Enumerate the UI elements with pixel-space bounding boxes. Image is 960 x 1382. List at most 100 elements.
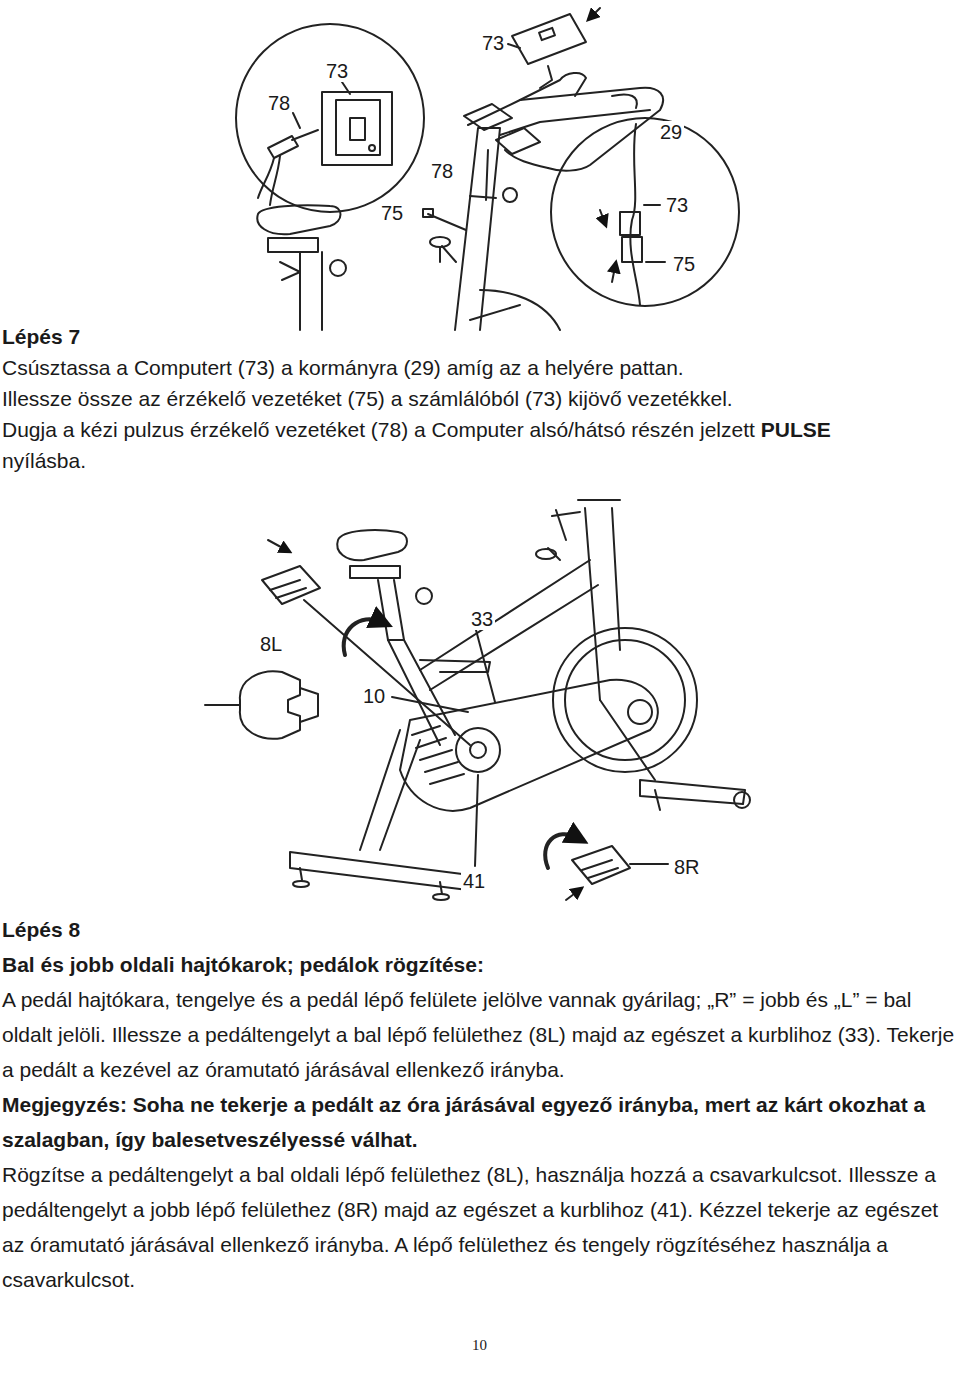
callout-number: 75 xyxy=(379,202,405,224)
right-inset xyxy=(622,237,642,262)
computer-console xyxy=(539,28,555,40)
seat xyxy=(378,580,404,640)
right-inset xyxy=(612,262,616,282)
front-post xyxy=(536,500,620,700)
computer-console xyxy=(508,8,600,88)
chain-guard xyxy=(456,728,500,772)
callout-number: 29 xyxy=(658,121,684,143)
wrench xyxy=(205,704,240,706)
wrench xyxy=(240,671,300,739)
callout-number: 75 xyxy=(671,253,697,275)
front-post xyxy=(556,510,566,540)
callout-number: 78 xyxy=(429,160,455,182)
pedal-left xyxy=(262,566,320,604)
rotate-arrows xyxy=(545,834,578,868)
base xyxy=(290,780,750,900)
page-number: 10 xyxy=(472,1336,487,1354)
handlebar xyxy=(468,88,663,171)
pedal-right xyxy=(566,846,668,900)
right-inset xyxy=(644,204,660,206)
flywheel xyxy=(628,700,652,724)
left-inset xyxy=(293,113,300,128)
handlebar xyxy=(520,73,586,100)
rotate-arrows xyxy=(344,619,578,868)
instruction-line: Csúsztassa a Computert (73) a kormányra … xyxy=(2,352,954,383)
wrench xyxy=(300,688,318,722)
bike-illustration xyxy=(0,0,960,960)
right-inset xyxy=(551,118,739,306)
chain-guard xyxy=(400,680,658,811)
right-inset xyxy=(551,118,739,306)
instruction-paragraph: A pedál hajtókara, tengelye és a pedál l… xyxy=(2,982,957,1087)
pedal-right xyxy=(566,888,582,900)
seat xyxy=(257,205,346,330)
seat xyxy=(257,205,340,234)
stem-knob xyxy=(442,246,456,262)
callout-number: 33 xyxy=(469,608,495,630)
left-inset xyxy=(350,118,365,140)
instruction-paragraph: Rögzítse a pedáltengelyt a bal oldali lé… xyxy=(2,1157,957,1297)
seat xyxy=(299,252,301,330)
flywheel xyxy=(553,628,697,772)
frame xyxy=(360,560,655,850)
computer-console xyxy=(508,44,520,48)
leader-lines xyxy=(392,630,495,866)
warning-note: Megjegyzés: Soha ne tekerje a pedált az … xyxy=(2,1087,957,1157)
callout-number: 73 xyxy=(324,60,350,82)
base xyxy=(300,868,442,894)
front-post xyxy=(536,549,556,559)
wrench xyxy=(205,671,318,739)
right-inset xyxy=(600,210,606,226)
callout-number: 10 xyxy=(361,685,387,707)
seat xyxy=(416,588,432,604)
seat xyxy=(280,262,300,280)
pedal-right xyxy=(572,846,630,884)
callout-number: 41 xyxy=(461,870,487,892)
flywheel xyxy=(553,628,697,772)
left-inset xyxy=(369,145,375,151)
base xyxy=(433,894,449,900)
instruction-line: nyílásba. xyxy=(2,445,954,476)
left-inset xyxy=(342,82,350,94)
base xyxy=(290,852,470,890)
callout-number: 73 xyxy=(480,32,506,54)
front-post xyxy=(578,499,620,501)
port-name: PULSE xyxy=(761,418,831,441)
stem-knob xyxy=(439,248,441,262)
left-inset xyxy=(236,24,424,212)
computer-console xyxy=(588,8,600,20)
frame xyxy=(420,560,598,690)
base xyxy=(734,792,750,808)
pedal-right xyxy=(582,860,618,878)
leader-lines xyxy=(476,630,495,702)
callout-number: 8L xyxy=(258,633,284,655)
seat xyxy=(350,566,400,578)
callout-number: 78 xyxy=(266,92,292,114)
frame xyxy=(420,660,490,672)
stem-knob xyxy=(430,188,517,262)
flywheel xyxy=(565,640,685,760)
leader-lines xyxy=(392,697,468,712)
front-post xyxy=(585,508,620,700)
seat xyxy=(268,238,318,252)
right-inset xyxy=(630,124,640,305)
step-7-text: Lépés 7Csúsztassa a Computert (73) a kor… xyxy=(2,321,954,476)
left-inset xyxy=(236,24,424,212)
stem-knob xyxy=(503,188,517,202)
sensor-wire xyxy=(423,209,466,230)
sensor-wire xyxy=(423,209,433,217)
stem-knob xyxy=(430,237,450,247)
pedal-left xyxy=(268,540,290,552)
right-inset xyxy=(620,212,640,235)
callout-number: 73 xyxy=(664,194,690,216)
handlebar xyxy=(496,128,540,154)
handlebar xyxy=(464,104,512,130)
handlebar xyxy=(486,150,488,200)
frame xyxy=(480,290,560,330)
instruction-line: Illessze össze az érzékelő vezetéket (75… xyxy=(2,383,954,414)
step-subheading: Bal és jobb oldali hajtókarok; pedálok r… xyxy=(2,947,957,982)
step-heading: Lépés 8 xyxy=(2,912,957,947)
callout-number: 8R xyxy=(672,856,702,878)
step-heading: Lépés 7 xyxy=(2,321,954,352)
